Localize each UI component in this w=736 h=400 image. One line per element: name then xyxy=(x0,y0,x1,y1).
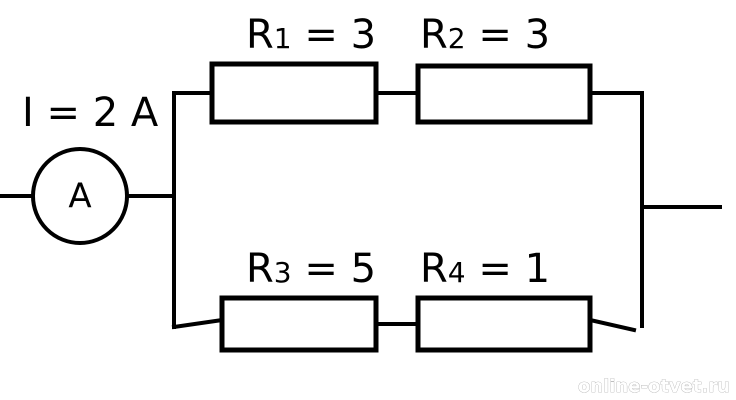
resistor-r2 xyxy=(415,63,593,125)
resistor-r4 xyxy=(415,295,593,353)
resistor-r3 xyxy=(219,295,379,353)
wire-bottom-right xyxy=(587,317,637,333)
label-r1: R1 = 3 xyxy=(246,12,376,58)
wire-bottom-left xyxy=(171,317,225,330)
ammeter-icon xyxy=(31,147,129,245)
resistor-r1 xyxy=(209,61,379,125)
watermark: online-otvet.ru xyxy=(578,376,730,397)
ammeter-symbol: A xyxy=(68,177,91,217)
current-label: I = 2 A xyxy=(22,90,159,136)
label-r2: R2 = 3 xyxy=(420,12,550,58)
label-r4: R4 = 1 xyxy=(420,246,550,292)
label-r3: R3 = 5 xyxy=(246,246,376,292)
